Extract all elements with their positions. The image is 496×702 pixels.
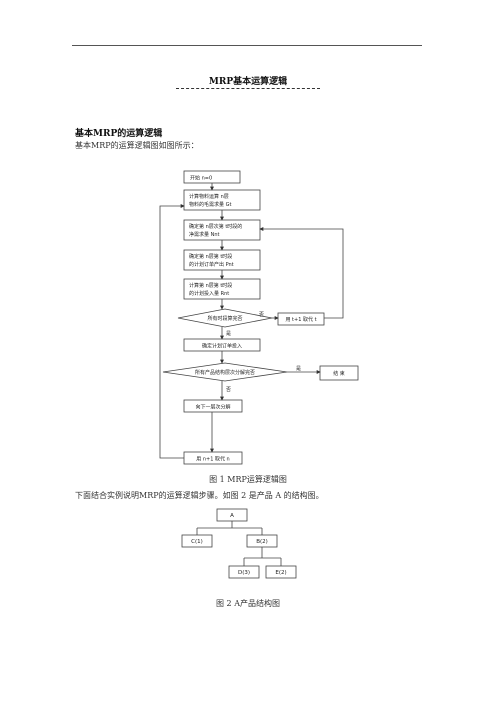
decision-periods-label: 所有时段算完否	[207, 315, 242, 322]
planned-receipt-line1: 确定第 n层第 t时段	[189, 253, 232, 260]
section-heading: 基本MRP的运算逻辑	[75, 129, 163, 139]
replace-t-label: 用 t+1 取代 t	[285, 316, 316, 323]
next-level-label: 向下一层次分解	[195, 404, 230, 411]
net-req-line2: 净需求量 Nnt	[189, 231, 219, 238]
confirm-release-label: 确定计划订单投入	[202, 343, 242, 350]
node-e-label: E(2)	[275, 570, 286, 576]
node-a-label: A	[230, 513, 234, 519]
decision2-yes-label: 是	[296, 366, 301, 372]
page-title: MRP基本运算逻辑	[208, 77, 288, 87]
decision-periods	[177, 308, 273, 328]
gross-req-line1: 计算物料运算 n层	[189, 193, 229, 200]
start-label: 开始 n=0	[190, 175, 212, 182]
title-underline	[176, 88, 320, 89]
header-rule	[72, 45, 422, 46]
figure2-caption: 图 2 A产品结构图	[216, 599, 280, 608]
planned-release-line1: 计算第 n层第 t时段	[189, 282, 232, 289]
decision-levels-label: 所有产品结构层次分解完否	[195, 369, 255, 376]
planned-receipt-line2: 的计划订单产出 Pnt	[189, 261, 234, 268]
node-d-label: D(3)	[238, 570, 250, 576]
body-paragraph: 下面结合实例说明MRP的运算逻辑步骤。如图 2 是产品 A 的结构图。	[75, 491, 324, 500]
decision1-yes-label: 是	[226, 331, 231, 337]
node-b-label: B(2)	[256, 539, 268, 545]
replace-n-label: 用 n+1 取代 n	[196, 456, 229, 463]
net-req-line1: 确定第 n层次第 t时段的	[189, 223, 242, 230]
planned-release-line2: 的计划投入量 Rnt	[189, 290, 229, 297]
node-c-label: C(1)	[191, 539, 203, 545]
intro-text: 基本MRP的运算逻辑图如图所示：	[75, 141, 199, 150]
gross-req-line2: 物料的毛需求量 Gt	[189, 201, 231, 208]
mrp-flowchart: 开始 n=0 计算物料运算 n层 物料的毛需求量 Gt 确定第 n层次第 t时段…	[159, 170, 359, 465]
figure1-caption: 图 1 MRP运算逻辑图	[209, 475, 287, 484]
decision1-no-label: 否	[259, 312, 264, 318]
end-label: 结 束	[333, 370, 345, 377]
decision2-no-label: 否	[226, 387, 231, 393]
decision-levels	[162, 362, 288, 382]
next-level-box	[183, 399, 243, 413]
